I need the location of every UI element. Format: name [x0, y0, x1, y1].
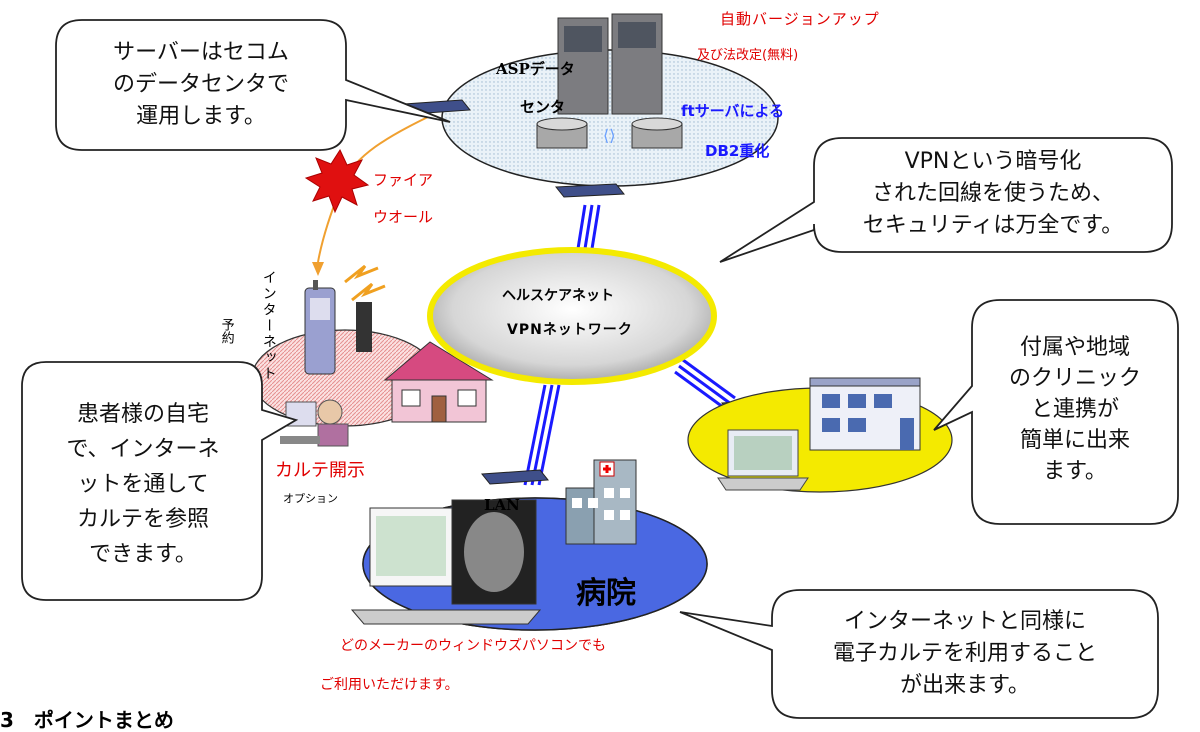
house-icon [383, 341, 494, 423]
asp-label-2: センタ [520, 98, 566, 116]
mobile-phone-icon [304, 280, 336, 375]
signal-icon [344, 264, 386, 302]
disk-icon: ⟨⟩ [536, 117, 683, 149]
ft-label-2: DB2重化 [705, 142, 770, 160]
bubble-vpn [719, 137, 1173, 263]
clinic-building-icon [809, 377, 921, 451]
footer-heading: 3 ポイントまとめ [0, 708, 174, 732]
internet-vertical-label: インターネット [260, 270, 277, 382]
lan-label: LAN [484, 496, 520, 514]
ft-label-1: ftサーバによる [681, 102, 785, 120]
hospital-building-icon [565, 459, 637, 545]
hospital-label: 病院 [576, 576, 636, 611]
firewall-label-2: ウオール [373, 208, 434, 226]
reserve-vertical-label: 予約 [218, 318, 234, 344]
bubble-clinic [933, 299, 1179, 525]
windows-note-line-1: どのメーカーのウィンドウズパソコンでも [340, 638, 606, 654]
firewall-label-1: ファイア [373, 171, 434, 189]
bubble-server-text: サーバーはセコム のデータセンタで 運用します。 [112, 40, 289, 129]
karte-disclosure-label: カルテ開示 [275, 460, 365, 481]
bubble-clinic-text: 付属や地域 のクリニック と連携が 簡単に出来 ます。 [1008, 335, 1141, 484]
firewall-burst-icon [304, 148, 370, 214]
vpn-hub-label-2: VPNネットワーク [507, 322, 633, 338]
karte-option-label: オプション [283, 492, 338, 505]
asp-label-1: ASPデータ [496, 60, 575, 78]
hospital-pc-icon [350, 499, 542, 625]
bubble-hospital-karte [679, 589, 1159, 719]
patient-at-pc-icon [280, 399, 349, 447]
bubble-patient-text: 患者様の自宅 で、インターネ ットを通して カルテを参照 できます。 [66, 402, 220, 567]
bubble-hospital-karte-text: インターネットと同様に 電子カルテを利用すること が出来ます。 [832, 609, 1097, 698]
auto-update-label-2: 及び法改定(無料) [697, 48, 799, 63]
bubble-vpn-text: VPNという暗号化 された回線を使うため、 セキュリティは万全です。 [862, 149, 1124, 238]
vpn-network-hub [427, 247, 717, 385]
windows-note-line-2: ご利用いただけます。 [320, 677, 459, 693]
vpn-link-top [575, 204, 601, 256]
bubble-patient [21, 361, 299, 601]
bubble-server [55, 19, 451, 151]
vpn-link-clinic [674, 358, 736, 412]
auto-update-label-1: 自動バージョンアップ [720, 10, 880, 28]
server-icon [557, 13, 663, 115]
vpn-hub-label-1: ヘルスケアネット [502, 288, 614, 304]
vpn-link-hospital [523, 384, 561, 486]
svg-text:⟨⟩: ⟨⟩ [603, 126, 615, 145]
modem-icon [356, 302, 372, 352]
clinic-laptop-icon [717, 429, 809, 491]
